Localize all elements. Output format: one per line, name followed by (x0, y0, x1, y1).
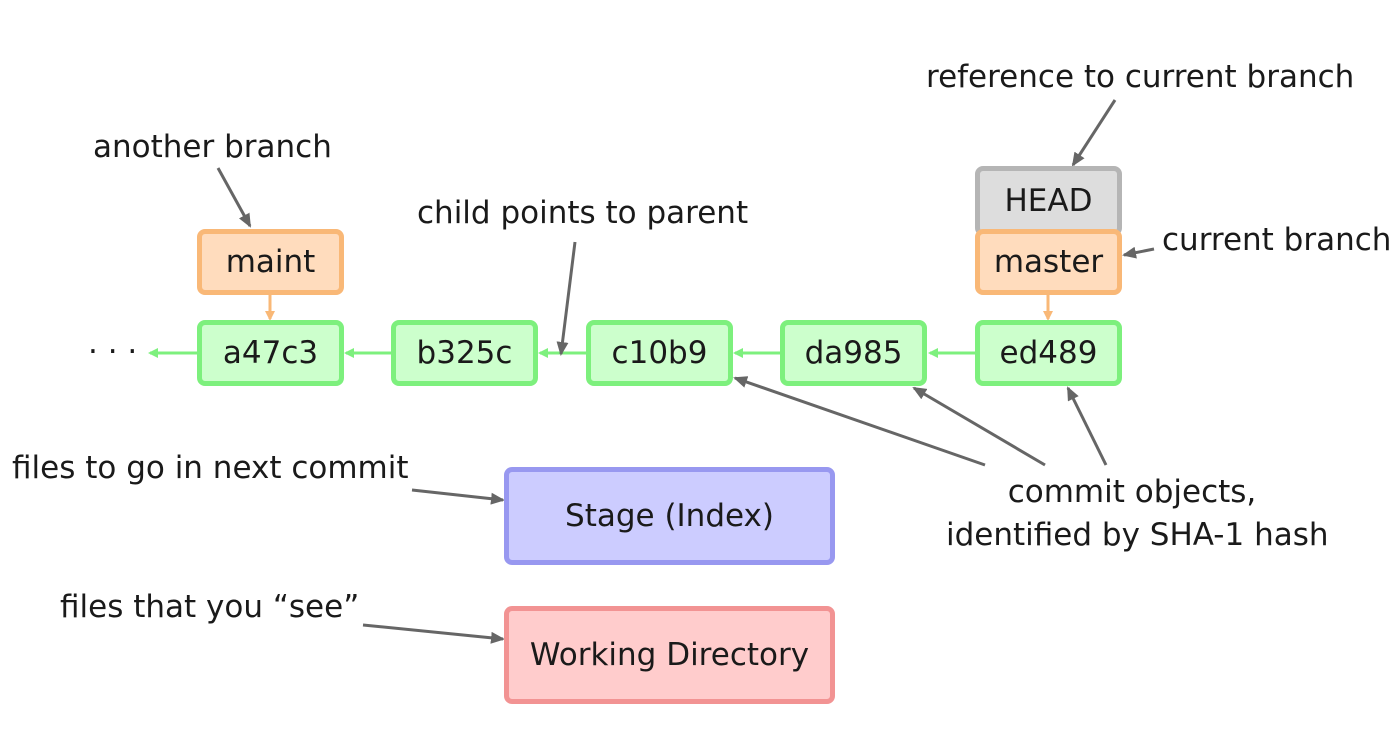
arrow-another-branch (216, 167, 252, 228)
annotation-current-branch: current branch (1162, 222, 1392, 258)
arrow-child-points (556, 241, 577, 356)
working-directory-area: Working Directory (504, 606, 835, 704)
annotation-reference-current: reference to current branch (926, 59, 1355, 95)
arrow-files-see (362, 623, 505, 644)
commit-da985: da985 (780, 320, 927, 386)
arrow-current-branch (1122, 246, 1155, 259)
arrow-files-next-commit (411, 488, 505, 505)
annotation-child-points: child points to parent (417, 195, 749, 231)
annotation-another-branch: another branch (93, 129, 332, 165)
arrow-commit-da985 (912, 386, 1046, 467)
arrow-commit-ed489 (1066, 386, 1108, 466)
branch-master: master (975, 229, 1122, 295)
commit-ed489: ed489 (975, 320, 1122, 386)
commit-b325c: b325c (391, 320, 538, 386)
branch-maint: maint (197, 229, 344, 295)
annotation-files-next-commit: files to go in next commit (12, 450, 409, 486)
annotation-files-see: files that you “see” (60, 589, 360, 625)
stage-index-area: Stage (Index) (504, 467, 835, 565)
annotation-commit-objects: commit objects, identified by SHA-1 hash (946, 474, 1329, 554)
commit-a47c3: a47c3 (197, 320, 344, 386)
annotation-commit-objects-line1: commit objects, (1007, 474, 1257, 510)
arrow-reference-current (1071, 99, 1117, 167)
commit-c10b9: c10b9 (586, 320, 733, 386)
history-ellipsis: · · · (88, 334, 138, 370)
arrow-commit-c10b9 (733, 376, 986, 467)
head-ref: HEAD (975, 166, 1122, 236)
annotation-commit-objects-line2: identified by SHA-1 hash (946, 517, 1329, 554)
